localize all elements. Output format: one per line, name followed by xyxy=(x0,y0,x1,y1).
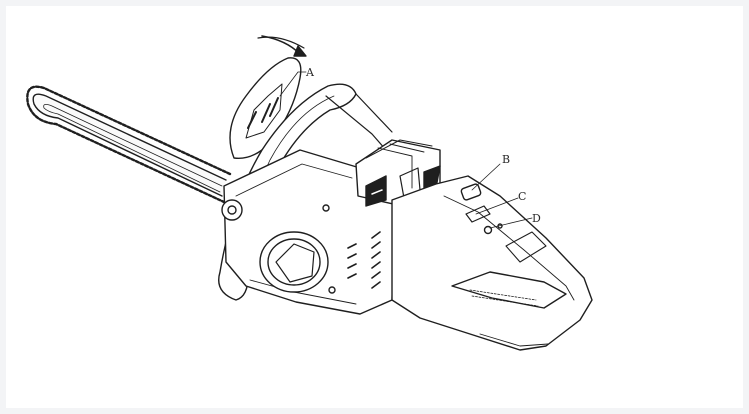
leader-line-a xyxy=(279,71,307,97)
handle-controls xyxy=(460,183,503,235)
callout-label-c: C xyxy=(518,190,526,203)
leader-line-c xyxy=(475,197,519,215)
leader-line-d xyxy=(489,217,533,229)
sprocket-cover-knob-icon xyxy=(221,199,243,221)
callout-leaders xyxy=(279,71,533,229)
ventilation-slots xyxy=(347,231,381,289)
guide-bar xyxy=(26,85,232,204)
leader-line-b xyxy=(471,163,501,191)
saw-chain xyxy=(26,85,232,204)
rotation-arrow xyxy=(257,35,307,57)
callout-label-b: B xyxy=(502,153,510,166)
callout-label-d: D xyxy=(532,212,541,225)
rear-handle xyxy=(391,175,593,351)
callout-label-a: A xyxy=(305,66,315,79)
sprocket-cover xyxy=(259,204,336,294)
